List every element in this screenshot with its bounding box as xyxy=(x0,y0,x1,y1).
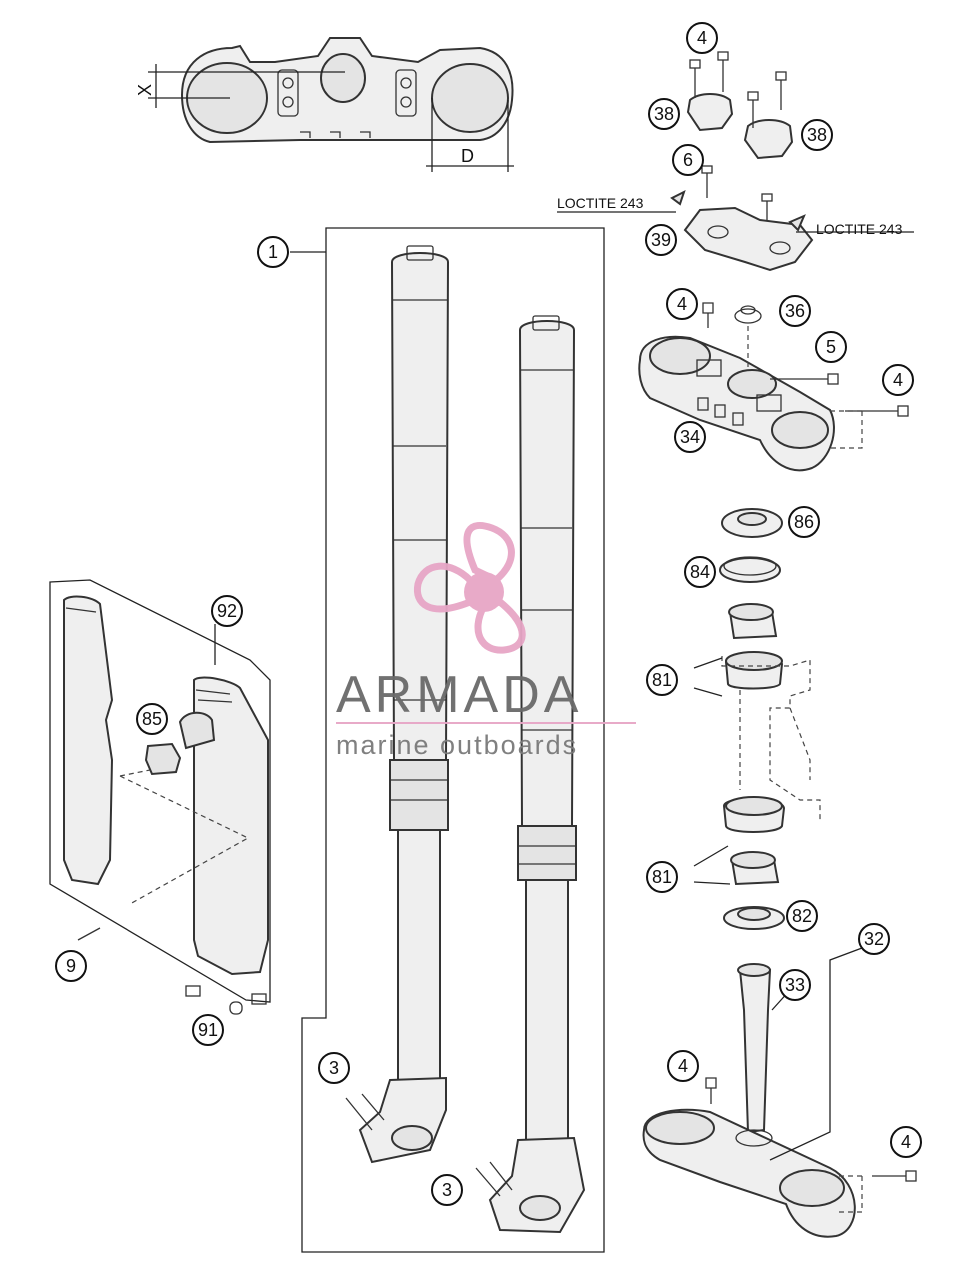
svg-text:81: 81 xyxy=(652,867,672,887)
callout-81-lower: 81 xyxy=(646,861,678,893)
callout-38-right: 38 xyxy=(801,119,833,151)
watermark-subtitle: marine outboards xyxy=(336,730,578,760)
callout-86: 86 xyxy=(788,506,820,538)
callout-34: 34 xyxy=(674,421,706,453)
loctite-label-left: LOCTITE 243 xyxy=(557,195,644,211)
callout-85: 85 xyxy=(136,703,168,735)
watermark-title: ARMADA xyxy=(336,666,582,724)
callout-39: 39 xyxy=(645,224,677,256)
svg-text:82: 82 xyxy=(792,906,812,926)
svg-text:81: 81 xyxy=(652,670,672,690)
svg-text:86: 86 xyxy=(794,512,814,532)
svg-text:38: 38 xyxy=(654,104,674,124)
svg-text:33: 33 xyxy=(785,975,805,995)
handlebar-clamps xyxy=(686,51,794,160)
callout-91: 91 xyxy=(192,1014,224,1046)
svg-text:3: 3 xyxy=(329,1058,339,1078)
fork-guards xyxy=(49,579,271,1015)
callout-92: 92 xyxy=(211,595,243,627)
callout-82: 82 xyxy=(786,900,818,932)
callout-6: 6 xyxy=(672,144,704,176)
callout-4-upper-side: 4 xyxy=(882,364,914,396)
armada-watermark: ARMADA marine outboards xyxy=(336,521,636,760)
propeller-icon xyxy=(413,521,526,654)
callout-38-left: 38 xyxy=(648,98,680,130)
svg-text:85: 85 xyxy=(142,709,162,729)
svg-text:38: 38 xyxy=(807,125,827,145)
svg-text:91: 91 xyxy=(198,1020,218,1040)
callout-4-top: 4 xyxy=(686,22,718,54)
svg-text:4: 4 xyxy=(893,370,903,390)
svg-text:4: 4 xyxy=(697,28,707,48)
callout-84: 84 xyxy=(684,556,716,588)
callout-1: 1 xyxy=(257,236,289,268)
loctite-label-right: LOCTITE 243 xyxy=(816,221,903,237)
callout-5: 5 xyxy=(815,331,847,363)
callout-32: 32 xyxy=(858,923,890,955)
svg-text:1: 1 xyxy=(268,242,278,262)
svg-text:5: 5 xyxy=(826,337,836,357)
upper-triple-clamp xyxy=(638,302,909,472)
callout-33: 33 xyxy=(779,969,811,1001)
svg-text:92: 92 xyxy=(217,601,237,621)
callout-81-upper: 81 xyxy=(646,664,678,696)
dim-x-label: X xyxy=(135,84,155,96)
triple-clamp-detail: X D xyxy=(135,37,514,172)
dim-d-label: D xyxy=(461,146,474,166)
svg-text:6: 6 xyxy=(683,150,693,170)
callout-9: 9 xyxy=(55,950,87,982)
callout-4-upper-clamp: 4 xyxy=(666,288,698,320)
lower-triple-clamp xyxy=(642,947,917,1238)
callout-4-lower-side: 4 xyxy=(890,1126,922,1158)
callout-4-lower-clamp: 4 xyxy=(667,1050,699,1082)
handlebar-bracket xyxy=(557,165,914,272)
svg-text:34: 34 xyxy=(680,427,700,447)
svg-text:4: 4 xyxy=(901,1132,911,1152)
svg-text:36: 36 xyxy=(785,301,805,321)
callout-3-left: 3 xyxy=(318,1052,350,1084)
svg-text:4: 4 xyxy=(678,1056,688,1076)
steering-bearings xyxy=(693,508,821,930)
svg-text:32: 32 xyxy=(864,929,884,949)
svg-text:3: 3 xyxy=(442,1180,452,1200)
svg-text:84: 84 xyxy=(690,562,710,582)
svg-text:4: 4 xyxy=(677,294,687,314)
callout-36: 36 xyxy=(779,295,811,327)
svg-text:39: 39 xyxy=(651,230,671,250)
fork-assembly xyxy=(290,227,605,1253)
callout-3-right: 3 xyxy=(431,1174,463,1206)
svg-text:9: 9 xyxy=(66,956,76,976)
